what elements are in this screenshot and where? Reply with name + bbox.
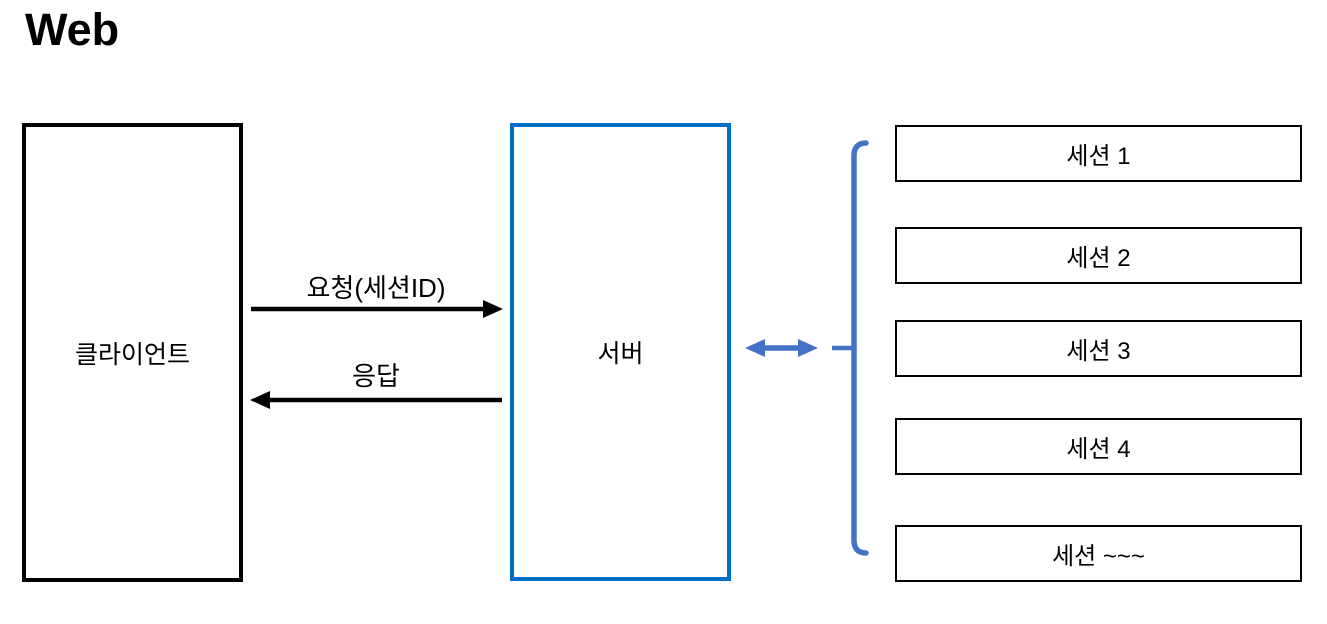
left-arrow-icon <box>250 391 502 409</box>
sessions-bracket <box>832 140 869 556</box>
session-label-2: 세션 2 <box>1066 245 1131 272</box>
session-box-3: 세션 3 <box>895 320 1302 377</box>
session-label-3: 세션 3 <box>1066 338 1131 365</box>
request-arrow-label: 요청(세션ID) <box>306 273 446 303</box>
double-arrow-icon <box>745 339 818 357</box>
client-node: 클라이언트 <box>22 123 243 582</box>
session-label-1: 세션 1 <box>1066 143 1131 170</box>
session-box-5: 세션 ~~~ <box>895 525 1302 582</box>
response-arrow-label: 응답 <box>352 361 400 391</box>
client-label: 클라이언트 <box>74 340 190 369</box>
session-box-4: 세션 4 <box>895 418 1302 475</box>
session-label-4: 세션 4 <box>1066 436 1131 463</box>
session-box-2: 세션 2 <box>895 227 1302 284</box>
page-title: Web <box>25 4 120 55</box>
session-box-1: 세션 1 <box>895 125 1302 182</box>
server-node: 서버 <box>510 123 731 581</box>
server-label: 서버 <box>597 340 644 368</box>
session-label-5: 세션 ~~~ <box>1052 543 1145 570</box>
